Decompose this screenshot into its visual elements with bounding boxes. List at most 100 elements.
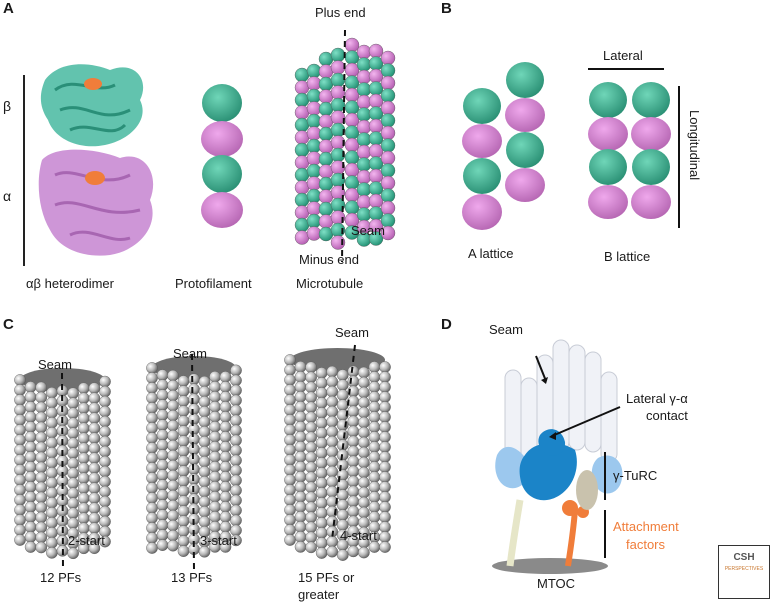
tubulin-sphere bbox=[46, 517, 58, 529]
lateral-label: Lateral bbox=[603, 48, 643, 63]
tubulin-sphere bbox=[146, 482, 158, 494]
tubulin-sphere bbox=[156, 469, 169, 481]
tubulin-sphere bbox=[177, 495, 190, 507]
tubulin-sphere bbox=[294, 521, 307, 533]
tubulin-sphere bbox=[315, 437, 328, 449]
tubulin-sphere bbox=[198, 475, 211, 488]
seam-arrow-d bbox=[535, 355, 547, 382]
cylinder-12pf bbox=[14, 368, 111, 560]
tubulin-sphere bbox=[177, 425, 190, 437]
tubulin-sphere bbox=[198, 435, 211, 448]
minus-end-label: Minus end bbox=[299, 252, 359, 267]
tubulin-sphere bbox=[198, 545, 211, 558]
tubulin-sphere bbox=[99, 485, 111, 498]
tubulin-sphere bbox=[46, 437, 58, 449]
tubulin-sphere bbox=[330, 72, 346, 88]
tubulin-sphere bbox=[380, 100, 396, 116]
heterodimer-structure bbox=[23, 64, 154, 266]
tubulin-sphere bbox=[230, 424, 242, 437]
pf12-label: 12 PFs bbox=[40, 570, 82, 585]
tubulin-sphere bbox=[88, 392, 101, 405]
tubulin-sphere bbox=[294, 541, 307, 553]
tubulin-sphere bbox=[380, 75, 396, 91]
tubulin-sphere bbox=[305, 491, 317, 504]
tubulin-sphere bbox=[294, 371, 307, 383]
tubulin-sphere bbox=[368, 421, 381, 433]
tubulin-sphere bbox=[347, 495, 360, 508]
tubulin-sphere bbox=[177, 485, 190, 497]
tubulin-sphere bbox=[358, 506, 370, 519]
logo-subtext: PERSPECTIVES bbox=[724, 566, 764, 572]
tubulin-sphere bbox=[67, 437, 79, 450]
tubulin-sphere bbox=[67, 507, 79, 520]
tubulin-sphere bbox=[167, 429, 179, 442]
tubulin-sphere bbox=[294, 361, 307, 373]
tubulin-sphere bbox=[35, 521, 48, 534]
microtubule-lattice bbox=[294, 37, 396, 250]
b-lattice-label: B lattice bbox=[604, 249, 651, 264]
tubulin-sphere bbox=[379, 511, 391, 523]
tubulin-sphere bbox=[177, 395, 190, 407]
tubulin-sphere bbox=[305, 361, 317, 374]
tubulin-sphere bbox=[294, 461, 307, 473]
tubulin-sphere bbox=[209, 441, 221, 453]
tubulin-sphere bbox=[330, 60, 346, 75]
tubulin-sphere bbox=[347, 455, 360, 468]
tubulin-sphere bbox=[24, 511, 37, 523]
beta-label: β bbox=[3, 98, 12, 114]
tubulin-sphere bbox=[188, 423, 200, 436]
tubulin-sphere bbox=[167, 419, 179, 432]
tubulin-sphere bbox=[88, 512, 101, 525]
tubulin-sphere bbox=[230, 534, 242, 547]
tubulin-sphere bbox=[326, 455, 339, 468]
tubulin-sphere bbox=[24, 421, 37, 433]
tubulin-sphere bbox=[315, 507, 328, 519]
tubulin-sphere bbox=[24, 441, 37, 453]
tubulin-sphere bbox=[146, 362, 158, 374]
tubulin-sphere bbox=[209, 381, 221, 393]
tubulin-sphere bbox=[99, 495, 111, 508]
tubulin-sphere bbox=[230, 514, 242, 527]
tubulin-sphere bbox=[146, 492, 158, 504]
tubulin-sphere bbox=[230, 364, 242, 377]
tubulin-sphere bbox=[177, 445, 190, 457]
tubulin-sphere bbox=[188, 443, 200, 456]
tubulin-sphere bbox=[156, 399, 169, 411]
tubulin-sphere bbox=[219, 451, 232, 463]
tubulin-sphere bbox=[24, 391, 37, 403]
tubulin-sphere bbox=[336, 419, 349, 431]
tubulin-sphere bbox=[315, 517, 328, 529]
lateral-contact-line1: Lateral γ-α bbox=[626, 391, 688, 406]
tubulin-sphere bbox=[358, 446, 370, 459]
tubulin-sphere bbox=[347, 395, 360, 408]
tubulin-sphere bbox=[209, 431, 221, 443]
tubulin-sphere bbox=[219, 481, 232, 493]
microtubule-label: Microtubule bbox=[296, 276, 364, 291]
tubulin-sphere bbox=[219, 521, 232, 533]
attachment-label-line1: Attachment bbox=[613, 519, 679, 534]
longitudinal-label: Longitudinal bbox=[687, 110, 702, 181]
tubulin-sphere bbox=[230, 384, 242, 397]
tubulin-sphere bbox=[230, 444, 242, 457]
tubulin-sphere bbox=[156, 409, 169, 421]
tubulin-sphere bbox=[24, 401, 37, 413]
tubulin-sphere bbox=[67, 457, 79, 470]
tubulin-sphere bbox=[35, 441, 48, 454]
tubulin-sphere bbox=[305, 461, 317, 474]
tubulin-sphere bbox=[315, 377, 328, 389]
tubulin-sphere bbox=[380, 113, 396, 128]
tubulin-sphere bbox=[305, 501, 317, 514]
tubulin-sphere bbox=[347, 375, 360, 388]
tubulin-sphere bbox=[294, 511, 307, 523]
tubulin-sphere bbox=[380, 50, 396, 66]
tubulin-sphere bbox=[305, 521, 317, 534]
tubulin-sphere bbox=[230, 394, 242, 407]
tubulin-sphere bbox=[347, 425, 360, 438]
tubulin-sphere bbox=[146, 392, 158, 404]
tubulin-sphere bbox=[209, 491, 221, 503]
tubulin-sphere bbox=[46, 547, 58, 559]
tubulin-sphere bbox=[358, 486, 370, 499]
seam-label-c2: Seam bbox=[173, 346, 207, 361]
tubulin-sphere bbox=[326, 515, 339, 528]
tubulin-sphere bbox=[14, 504, 26, 516]
